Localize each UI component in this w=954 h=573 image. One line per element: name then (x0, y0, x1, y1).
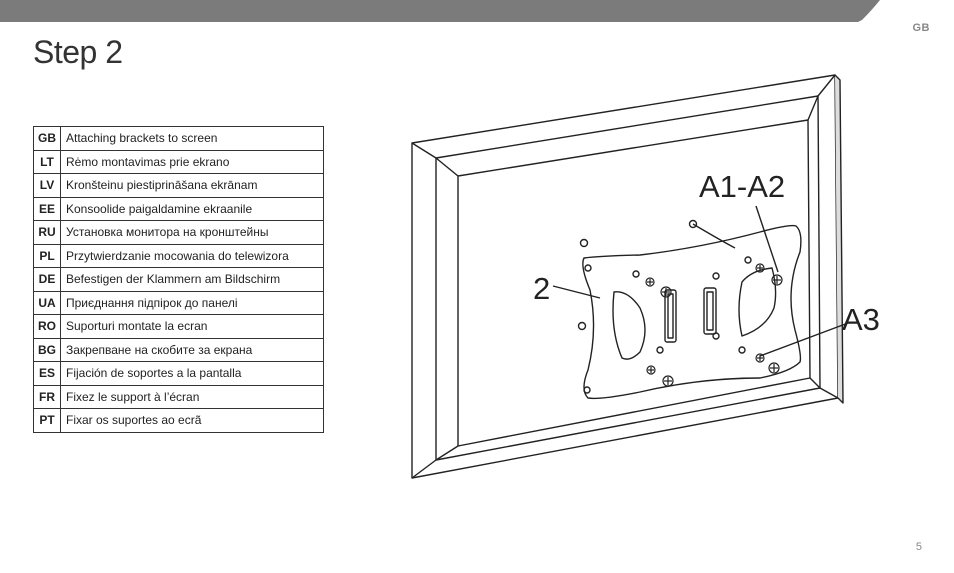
language-code: DE (33, 267, 61, 292)
language-code: ES (33, 361, 61, 386)
language-code: PL (33, 243, 61, 268)
language-code: RU (33, 220, 61, 245)
language-tag: GB (912, 22, 930, 34)
language-text: Befestigen der Klammern am Bildschirm (60, 267, 324, 292)
language-text: Закрепване на скобите за екрана (60, 337, 324, 362)
language-text: Konsoolide paigaldamine ekraanile (60, 196, 324, 221)
language-text: Rėmo montavimas prie ekrano (60, 149, 324, 174)
label-a1-a2: A1-A2 (699, 169, 785, 204)
language-code: RO (33, 314, 61, 339)
language-code: GB (33, 126, 61, 151)
label-2: 2 (533, 271, 550, 306)
language-text: Установка монитора на кронштейны (60, 220, 324, 245)
language-code: FR (33, 384, 61, 409)
page-title: Step 2 (33, 34, 123, 70)
page-number: 5 (915, 541, 922, 553)
language-text: Fijación de soportes a la pantalla (60, 361, 324, 386)
language-code: UA (33, 290, 61, 315)
language-code: EE (33, 196, 61, 221)
language-code: LT (33, 149, 61, 174)
language-text: Kronšteinu piestiprināšana ekrānam (60, 173, 324, 198)
language-code: BG (33, 337, 61, 362)
language-code: LV (33, 173, 61, 198)
label-a3: A3 (842, 302, 880, 337)
language-text: Przytwierdzanie mocowania do telewizora (60, 243, 324, 268)
bracket-mounting-illustration: A1-A2 2 A3 (411, 74, 880, 479)
language-text: Приєднання підпірок до панелі (60, 290, 324, 315)
language-text: Attaching brackets to screen (60, 126, 324, 151)
top-banner (0, 0, 880, 22)
language-text: Fixar os suportes ao ecrã (60, 408, 324, 433)
screw-a1 (645, 263, 783, 387)
language-code: PT (33, 408, 61, 433)
language-text: Suporturi montate la ecran (60, 314, 324, 339)
language-text: Fixez le support à l’écran (60, 384, 324, 409)
